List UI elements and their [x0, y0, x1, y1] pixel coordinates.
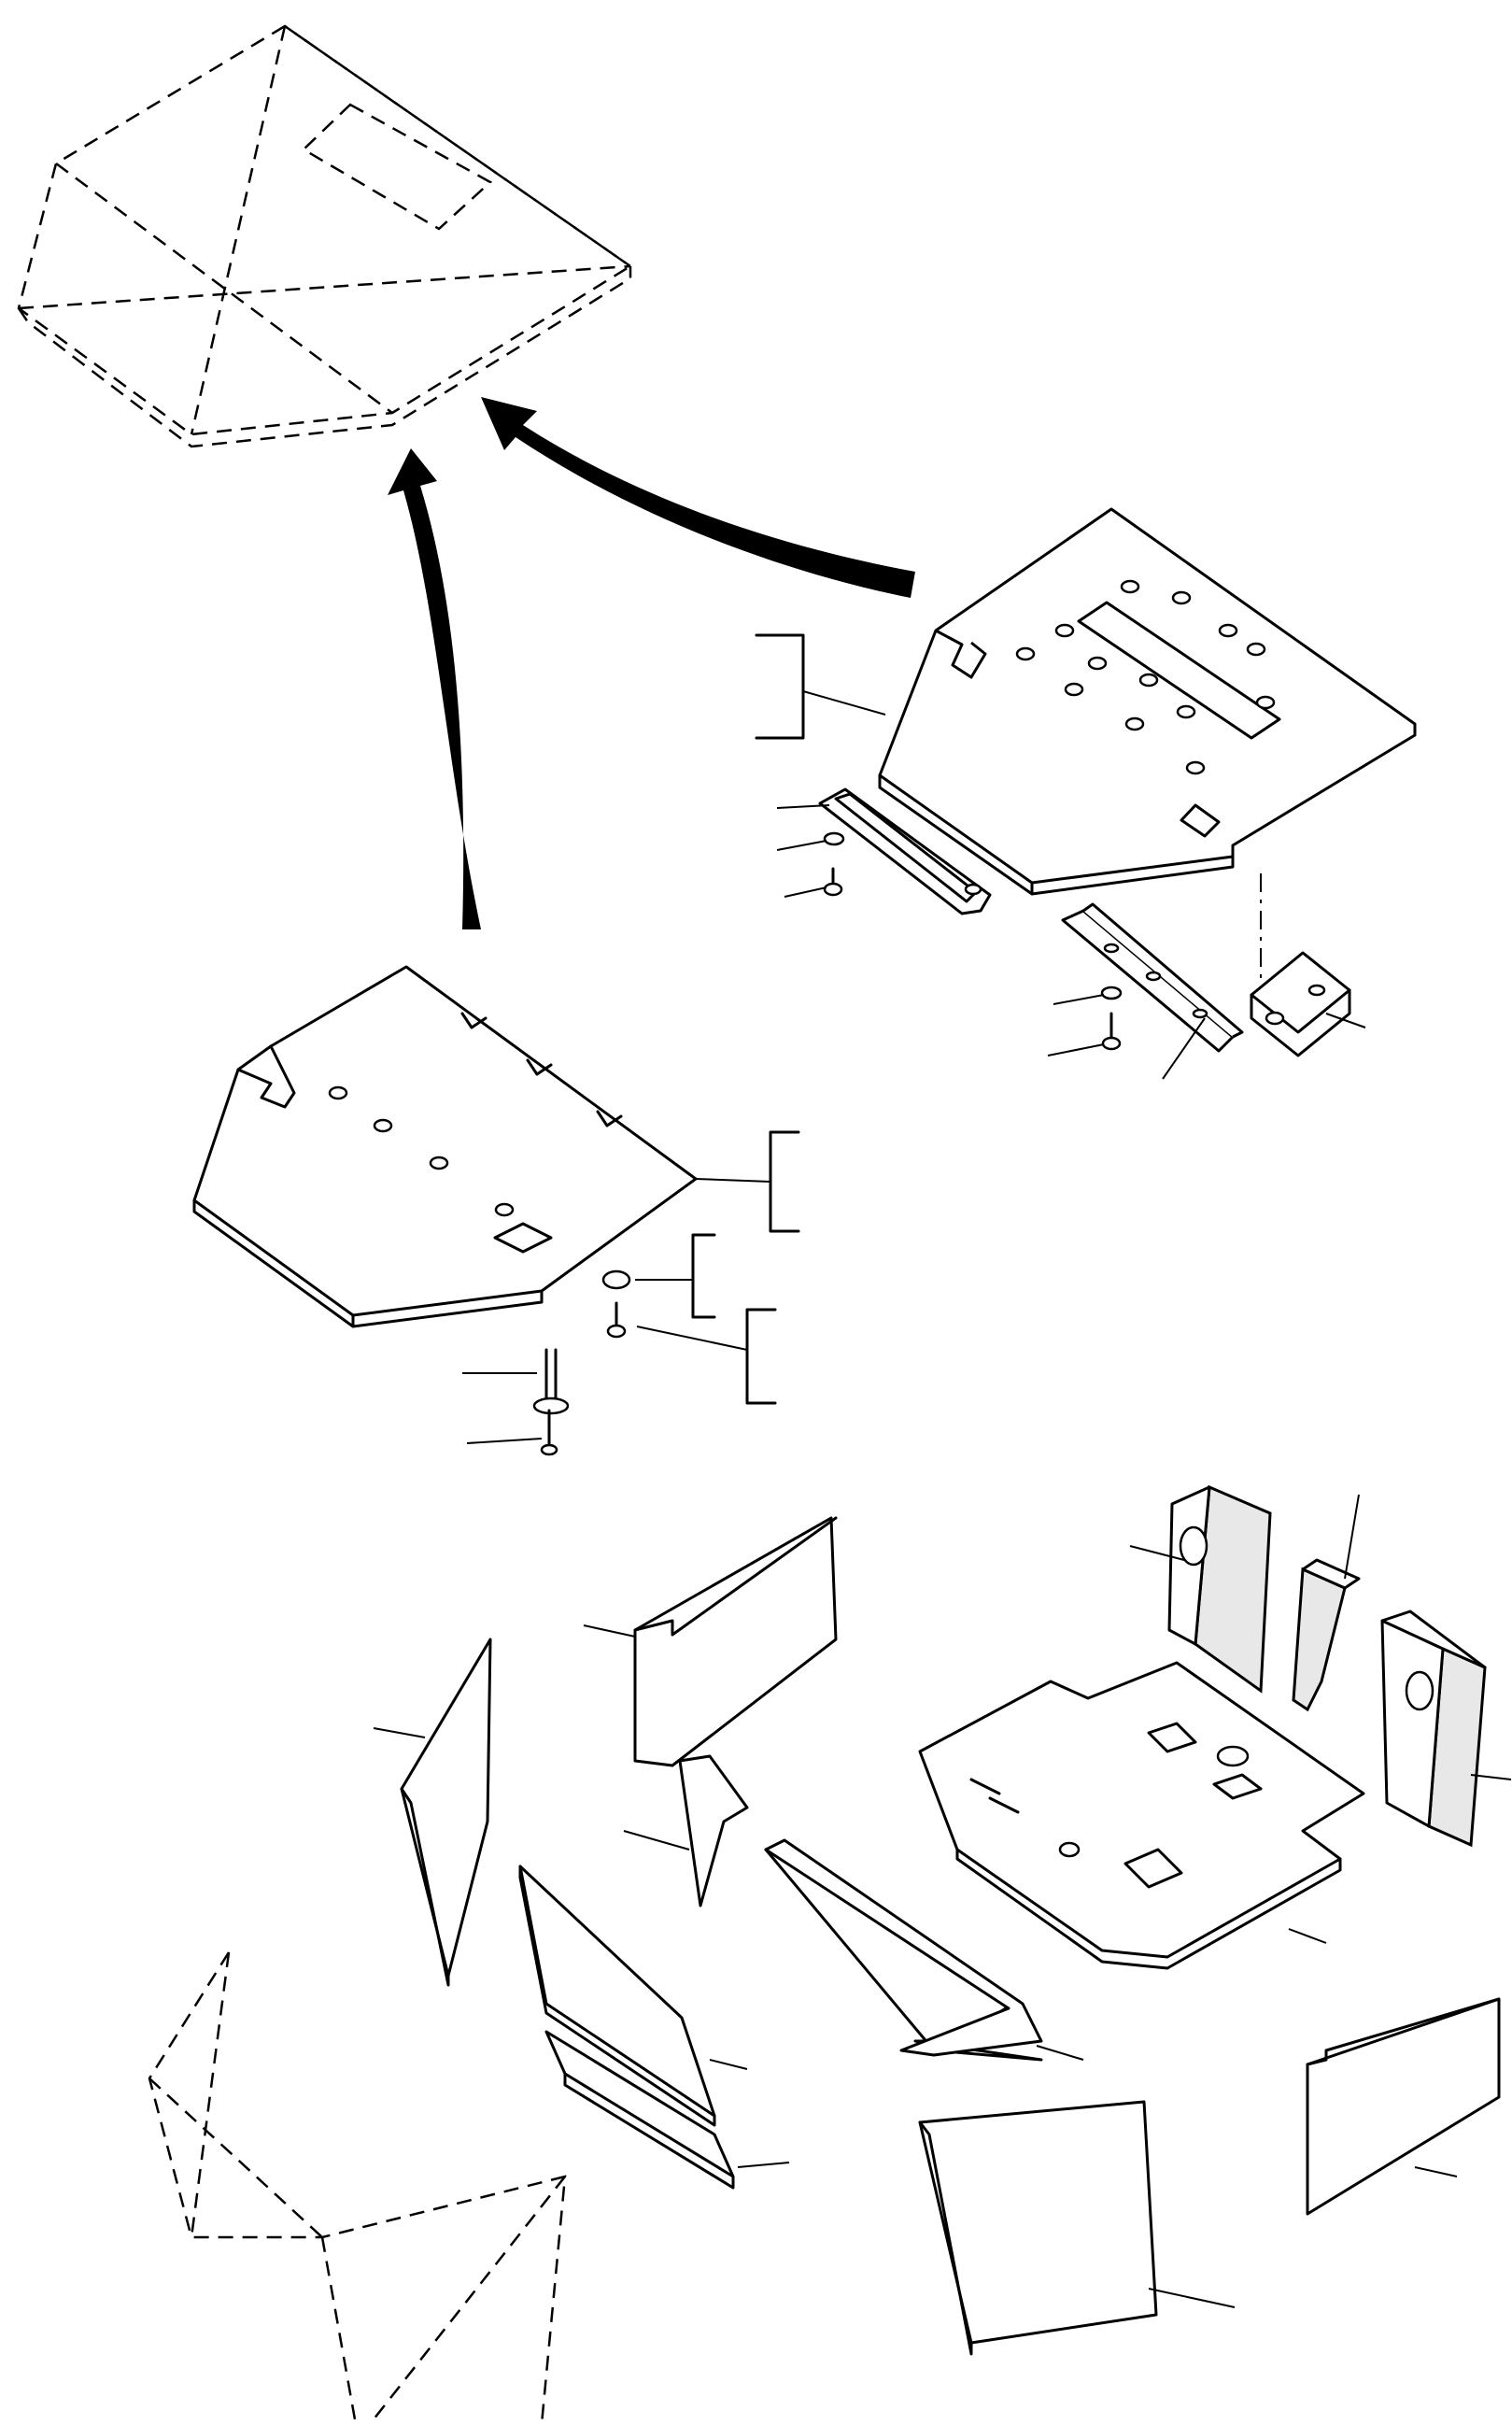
upper-fasteners [823, 831, 1123, 1051]
leader-lines [373, 804, 1512, 2308]
rails [818, 787, 1351, 1057]
phantom-body-outline [148, 1951, 567, 2425]
foam-panels [400, 1516, 1501, 2356]
upper-floor-plate [878, 507, 1417, 896]
foam-blocks [1167, 1484, 1487, 1848]
middle-fasteners [532, 1269, 631, 1456]
assembly-arrows [388, 397, 915, 929]
arrow-vertical [388, 448, 481, 929]
middle-floor-plate [192, 965, 698, 1328]
lower-floor-plate [918, 1661, 1365, 1970]
middle-plate-brackets [635, 1130, 800, 1405]
arrow-upper-right [481, 397, 915, 598]
plate-bolt-holes [1015, 579, 1276, 775]
phantom-roof-outline [17, 24, 633, 448]
upper-plate-bracket [755, 633, 886, 740]
